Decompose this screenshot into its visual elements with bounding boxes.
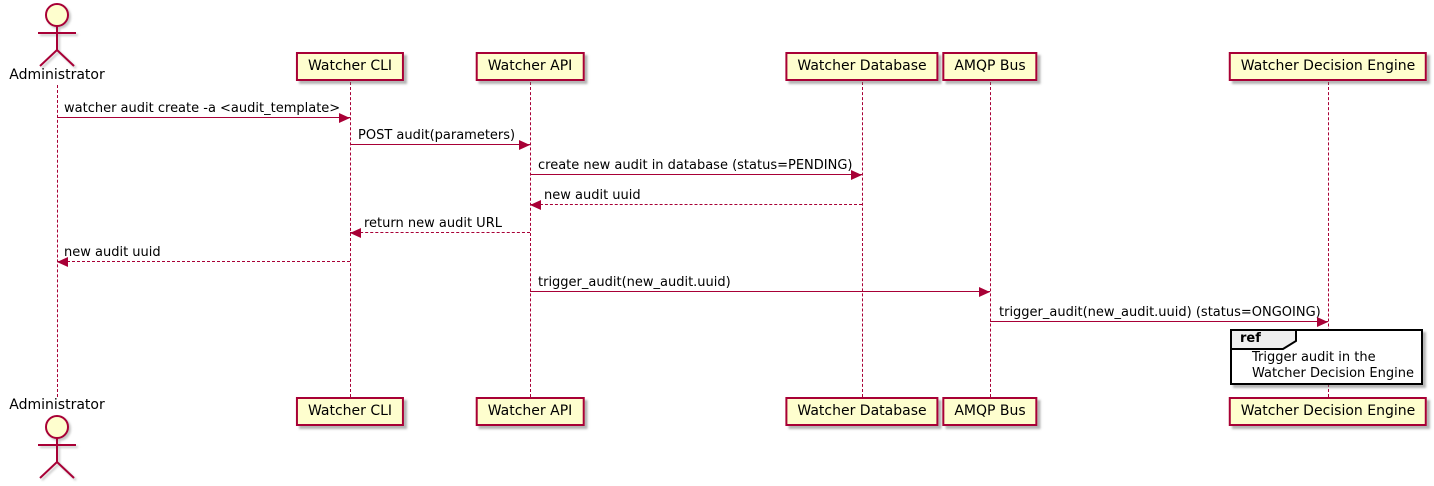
participant-amqp-bus-bottom: AMQP Bus [942,397,1038,426]
message-line [57,117,350,118]
participant-watcher-decision-engine-bottom: Watcher Decision Engine [1228,397,1428,426]
message-arrowhead [530,200,541,210]
message-label: watcher audit create -a <audit_template> [64,101,341,116]
message-line [350,144,530,145]
ref-tab: ref [1230,329,1298,350]
ref-tab-shape-icon [1230,329,1297,350]
actor-icon [38,415,76,479]
message-label: new audit uuid [64,245,161,260]
lifeline-watcher-api [530,82,531,397]
message-line [530,291,990,292]
participant-watcher-cli-bottom: Watcher CLI [295,397,405,426]
ref-text-line: Trigger audit in the [1252,350,1376,365]
ref-text-line: Watcher Decision Engine [1252,366,1414,381]
message-arrowhead [350,228,361,238]
message-arrowhead [339,113,350,123]
message-label: new audit uuid [544,188,641,203]
participant-watcher-cli-top: Watcher CLI [295,52,405,81]
message-line [57,261,350,262]
message-line [530,174,862,175]
actor-label-bottom: Administrator [9,397,105,413]
message-label: create new audit in database (status=PEN… [538,158,853,173]
message-line [990,321,1328,322]
ref-body: Trigger audit in the Watcher Decision En… [1252,350,1414,382]
participant-amqp-bus-top: AMQP Bus [942,52,1038,81]
participant-watcher-database-top: Watcher Database [785,52,939,81]
participant-watcher-database-bottom: Watcher Database [785,397,939,426]
message-arrowhead [1317,317,1328,327]
actor-icon [38,3,76,67]
message-line [530,204,862,205]
message-line [350,232,530,233]
ref-keyword: ref [1240,331,1261,346]
participant-watcher-decision-engine-top: Watcher Decision Engine [1228,52,1428,81]
ref-fragment: ref Trigger audit in the Watcher Decisio… [1230,329,1423,385]
lifeline-amqp-bus [990,82,991,397]
lifeline-watcher-cli [350,82,351,397]
lifeline-administrator [57,85,58,397]
message-label: POST audit(parameters) [358,128,516,143]
message-label: trigger_audit(new_audit.uuid) (status=ON… [999,305,1321,320]
message-label: return new audit URL [364,216,502,231]
message-arrowhead [979,287,990,297]
message-arrowhead [57,257,68,267]
lifeline-watcher-database [862,82,863,397]
lifeline-watcher-decision-engine [1328,82,1329,397]
participant-watcher-api-top: Watcher API [475,52,585,81]
message-arrowhead [519,140,530,150]
actor-label-top: Administrator [9,67,105,83]
message-label: trigger_audit(new_audit.uuid) [538,275,731,290]
participant-watcher-api-bottom: Watcher API [475,397,585,426]
message-arrowhead [851,170,862,180]
